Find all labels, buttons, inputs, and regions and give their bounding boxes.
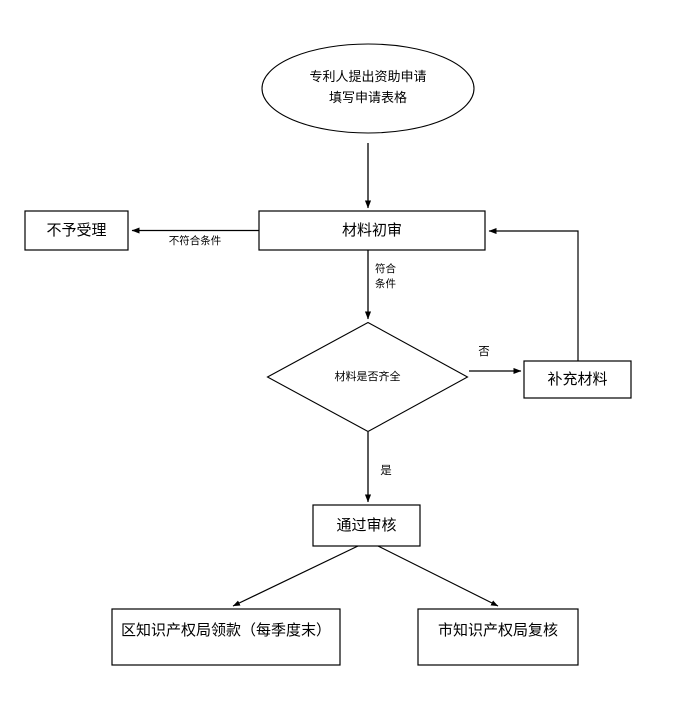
edge-approved-to-city xyxy=(377,545,499,607)
node-shape-materials-complete[interactable] xyxy=(266,321,469,433)
edge-label-no: 否 xyxy=(478,344,490,358)
node-shape-initial-review[interactable] xyxy=(258,210,486,251)
node-shape-start[interactable] xyxy=(261,43,475,134)
node-shape-district-payout[interactable] xyxy=(111,608,341,666)
edge-supplement-to-review xyxy=(488,227,579,361)
node-shape-supplement[interactable] xyxy=(523,360,632,399)
edge-label-yes: 是 xyxy=(380,463,392,477)
node-shape-city-recheck[interactable] xyxy=(417,608,579,666)
edge-approved-to-district xyxy=(232,545,359,607)
edge-label-not-qualified: 不符合条件 xyxy=(168,235,222,247)
edge-label-qualified: 符合 条件 xyxy=(375,263,396,291)
node-shape-approved[interactable] xyxy=(312,504,421,547)
node-shape-reject[interactable] xyxy=(24,210,129,251)
